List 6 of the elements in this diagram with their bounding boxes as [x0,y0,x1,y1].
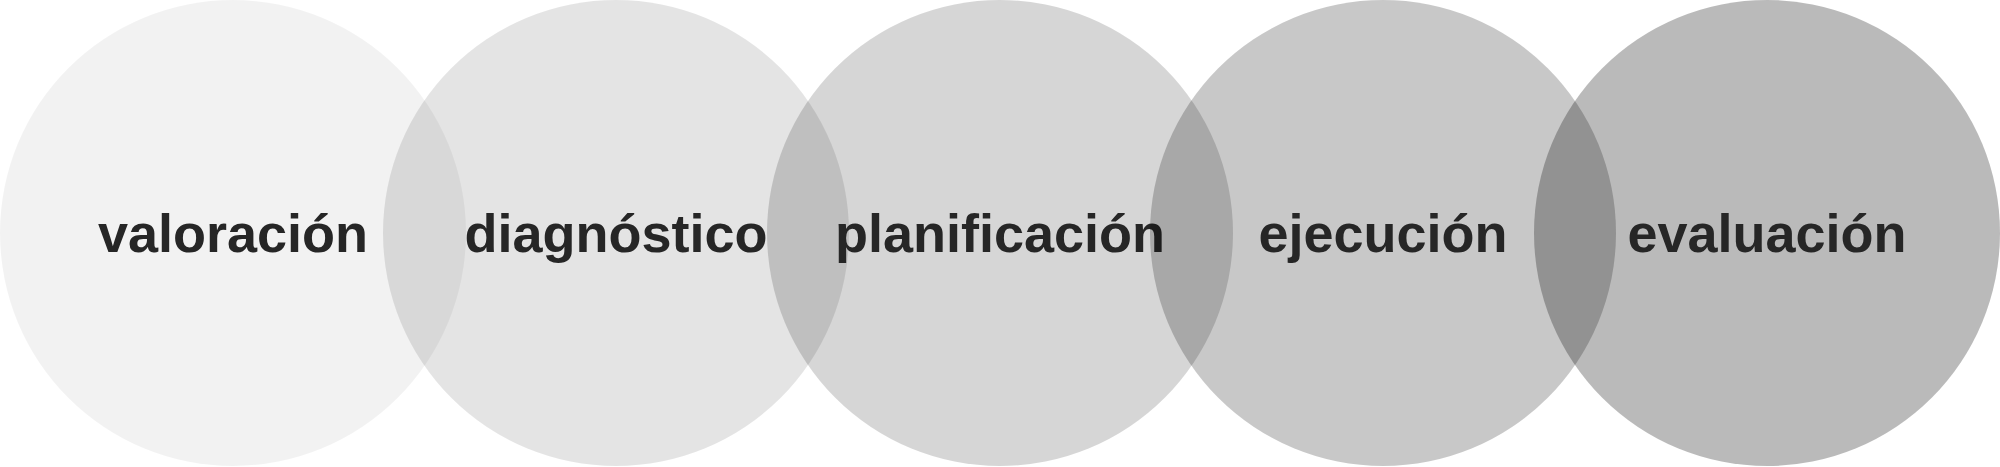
stage-label: ejecución [1258,202,1508,264]
stage-label: diagnóstico [464,202,768,264]
stage-label: evaluación [1627,202,1907,264]
stage-circle [1534,0,2000,466]
stage-label: valoración [97,202,369,264]
stage-label: planificación [834,202,1166,264]
